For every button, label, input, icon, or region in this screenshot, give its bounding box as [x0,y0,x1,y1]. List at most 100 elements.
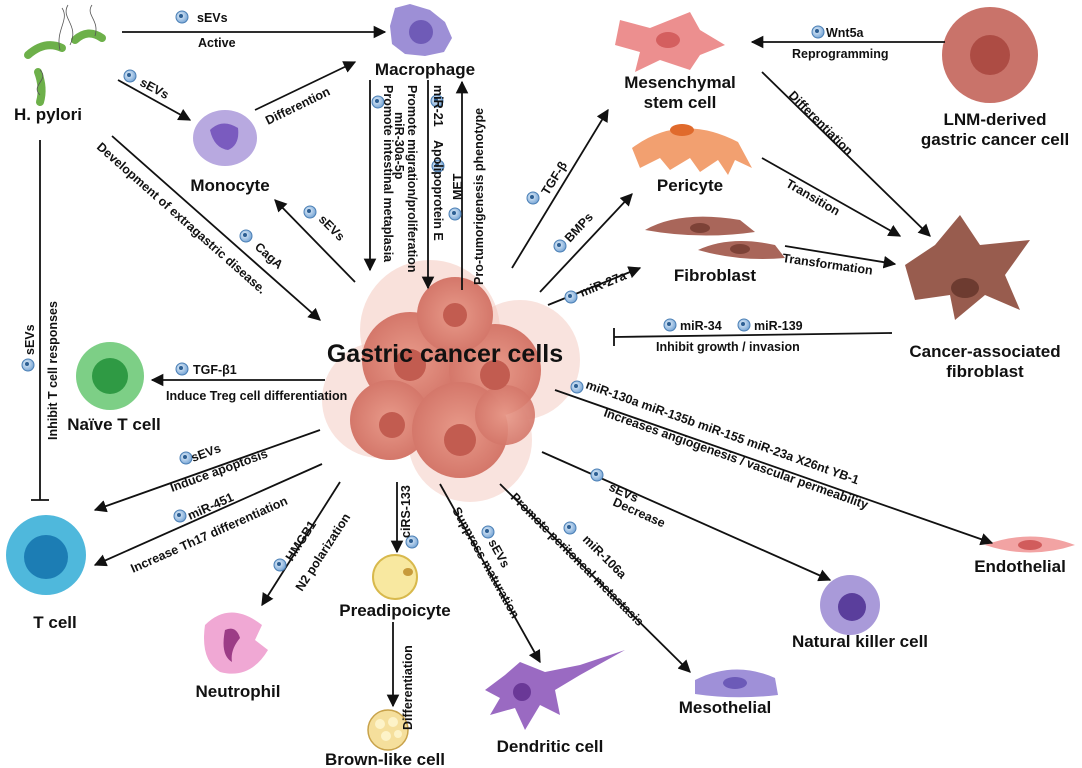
brown-like-cell-illustration [367,709,409,751]
fibroblast-illustration [645,216,785,259]
label-lnm-msc-text: Reprogramming [792,47,889,61]
arrow-gastric-dendritic [439,483,541,664]
vesicle-icon [563,521,577,535]
label-hp-gastric: Development of extragastric disease. [94,140,269,297]
label-gastric-preadipocyte: ciRS-133 [399,485,413,538]
lnm-cell-illustration [942,7,1038,103]
node-h-pylori: H. pylori [14,105,82,124]
label-hp-mac-top: sEVs [197,11,228,25]
node-dendritic-cell: Dendritic cell [497,737,604,756]
vesicle-icon [123,69,137,83]
dendritic-cell-illustration [485,650,625,730]
label-gc-mac-mol: MET [451,173,465,200]
vesicle-icon [175,10,189,24]
naive-t-cell-illustration [76,342,144,410]
label-hp-mac-bottom: Active [198,36,236,50]
arrow-gastric-tcell-1 [93,429,321,513]
label-gastric-endothelial-mols: miR-130a miR-135b miR-155 miR-23a X26nt … [584,378,861,488]
label-msc-caf: Differentiation [786,88,856,158]
gastric-cancer-cluster [322,260,580,502]
arrow-pericyte-caf [761,157,902,237]
preadipocyte-illustration [372,554,418,600]
node-caf-line1: Cancer-associated [909,342,1060,361]
mesothelial-illustration [695,669,778,698]
vesicle-icon [430,94,444,108]
vesicle-icon [173,509,187,523]
node-lnm-line2: gastric cancer cell [921,130,1069,149]
arrow-gastric-nk [541,451,832,582]
caf-illustration [905,215,1030,320]
pericyte-illustration [632,124,752,175]
neutrophil-illustration [204,612,268,674]
label-gastric-naive-text: Induce Treg cell differentiation [166,389,347,403]
arrow-hp-monocyte [117,79,192,121]
node-t-cell: T cell [33,613,76,632]
vesicle-icon [239,229,253,243]
label-preadipocyte-brown: Differentiation [401,645,415,730]
mesenchymal-stem-cell-illustration [615,12,725,72]
label-gc-mac-text: Pro-tumorigenesis phenotype [472,108,486,285]
node-naive-t-cell: Naïve T cell [67,415,161,434]
vesicle-icon [811,25,825,39]
label-gastric-msc: TGF-β [539,159,571,198]
vesicle-icon [553,239,567,253]
label-caf-gc-mol2: miR-139 [754,319,803,333]
node-nk-cell: Natural killer cell [792,632,928,651]
arrow-caf-gastric-inhibit [613,332,893,338]
vesicle-icon [564,290,578,304]
node-brown-like-cell: Brown-like cell [325,750,445,768]
nk-cell-illustration [820,575,880,635]
node-macrophage: Macrophage [375,60,475,79]
t-cell-illustration [6,515,86,595]
vesicle-icon [273,558,287,572]
label-gastric-tcell1-mol: sEVs [189,441,223,465]
node-mesothelial: Mesothelial [679,698,772,717]
vesicle-icon [303,205,317,219]
label-gastric-mono: sEVs [316,212,348,244]
arrow-hp-gastric [111,135,321,321]
node-msc-line1: Mesenchymal [624,73,736,92]
vesicle-icon [21,358,35,372]
label-lnm-msc-mol: Wnt5a [826,26,865,40]
label-mac-gc1-mol: miR-30a-5p [392,112,406,180]
vesicle-icon [179,451,193,465]
vesicle-icon [526,191,540,205]
h-pylori-illustration [24,4,106,106]
label-hp-gastric-mol: CagA [252,240,286,272]
vesicle-icon [570,380,584,394]
vesicle-icon [371,95,385,109]
node-fibroblast: Fibroblast [674,266,757,285]
node-lnm-line1: LNM-derived [944,110,1047,129]
node-neutrophil: Neutrophil [196,682,281,701]
node-preadipocyte: Preadipoicyte [339,601,451,620]
label-mac-gc1-text: Promote intestinal metaplasia [381,85,395,263]
vesicle-icon [431,159,445,173]
label-mac-gc2-mol: miR-21 [431,85,445,127]
node-endothelial: Endothelial [974,557,1066,576]
arrow-fibroblast-caf [784,245,897,269]
vesicle-icon [481,525,495,539]
label-caf-gc-text: Inhibit growth / invasion [656,340,800,354]
center-title: Gastric cancer cells [327,340,563,368]
arrow-gastric-neutrophil [261,481,341,607]
arrow-msc-caf [761,71,931,237]
vesicle-icon [663,318,677,332]
arrow-gastric-endothelial [554,389,994,546]
arrow-gastric-msc [511,108,609,269]
label-gastric-fibroblast: miR-27a [578,268,629,300]
node-caf-line2: fibroblast [946,362,1024,381]
label-mono-mac: Differention [263,84,332,127]
macrophage-illustration [390,4,452,56]
vesicle-icons [21,10,825,572]
vesicle-icon [175,362,189,376]
arrows [31,25,994,708]
label-hp-mono: sEVs [138,75,172,102]
label-fibroblast-caf: Transformation [782,251,874,278]
arrow-monocyte-macrophage [254,61,357,111]
label-hp-tcell-mol: sEVs [23,324,37,355]
vesicle-icon [448,207,462,221]
vesicle-icon [737,318,751,332]
arrow-gastric-pericyte [539,193,633,293]
label-mac-gc2-text: Promote migration/proliferation [405,85,419,273]
